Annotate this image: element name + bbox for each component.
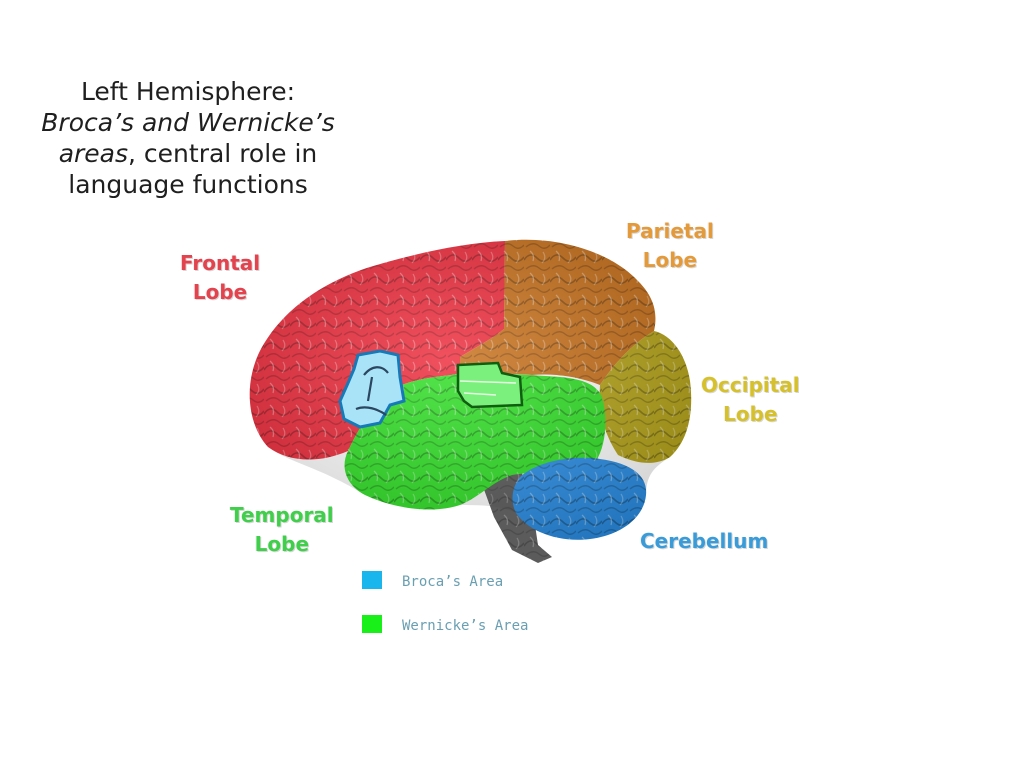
brain-illustration [249, 239, 692, 563]
frontal-lobe-label: Frontal Lobe [180, 251, 261, 304]
broca-legend-label: Broca’s Area [402, 574, 504, 590]
wernicke-swatch [362, 615, 382, 633]
cerebellum-label: Cerebellum [640, 529, 769, 553]
title-line-1: Left Hemisphere: [80, 77, 296, 106]
wernicke-area-highlight [456, 361, 524, 409]
broca-swatch [362, 571, 382, 589]
brain-diagram: Frontal Lobe Parietal Lobe Occipital Lob… [160, 205, 840, 660]
temporal-lobe-label: Temporal Lobe [230, 503, 334, 556]
occipital-lobe-label: Occipital Lobe [701, 373, 800, 426]
legend: Broca’s Area Wernicke’s Area [362, 571, 582, 641]
title-line-4: language functions [68, 170, 308, 199]
title-line-3-rest: , central role in [128, 139, 318, 168]
wernicke-legend-label: Wernicke’s Area [402, 618, 529, 634]
title-line-2: Broca’s and Wernicke’s [10, 107, 366, 138]
parietal-lobe-label: Parietal Lobe [626, 219, 714, 272]
title-areas-italic: areas [58, 139, 129, 168]
title-line-3: areas, central role in [10, 138, 366, 169]
slide-title: Left Hemisphere: Broca’s and Wernicke’s … [10, 76, 366, 200]
title-broca-wernicke-italic: Broca’s and Wernicke’s [41, 108, 335, 137]
